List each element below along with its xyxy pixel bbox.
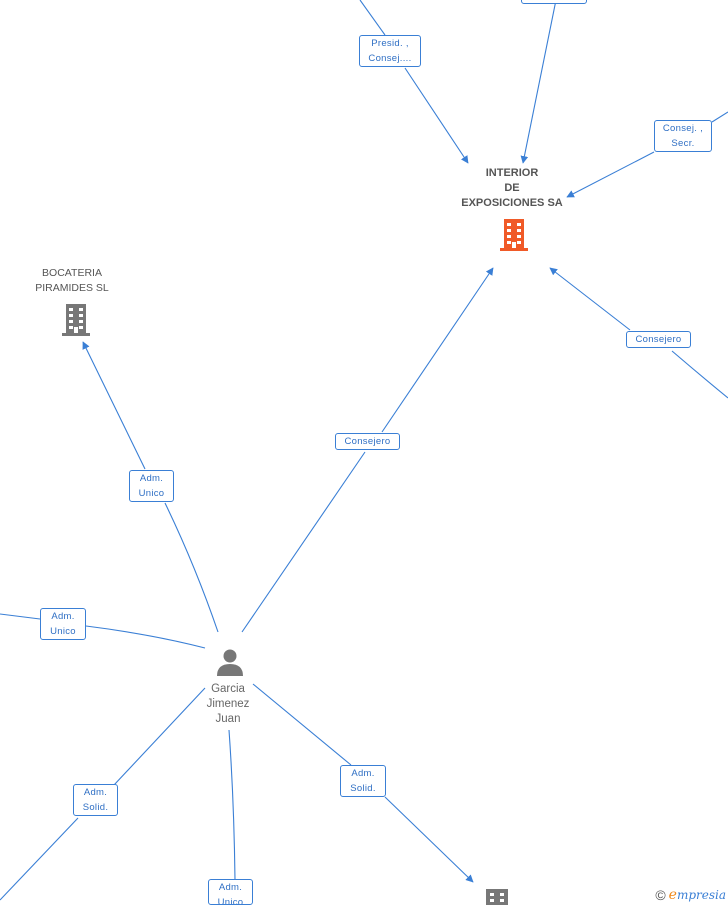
person-name[interactable]: Garcia Jimenez Juan xyxy=(188,682,268,727)
logo-rest: mpresia xyxy=(676,888,726,902)
edge-label-adm-unico-left[interactable]: Adm. Unico xyxy=(40,608,86,640)
edge-top-center xyxy=(520,0,557,164)
copyright-symbol: © xyxy=(655,887,666,903)
edge-label-line: Solid. xyxy=(82,802,109,813)
empresia-watermark: © empresia xyxy=(655,887,726,903)
edge-adm-unico-bocateria xyxy=(83,342,219,633)
edge-label-presid[interactable]: Presid. , Consej.... xyxy=(359,35,421,67)
edge-label-top-center[interactable] xyxy=(521,0,587,4)
edge-label-line: Adm. xyxy=(351,768,375,779)
main-company-name[interactable]: INTERIOR DE EXPOSICIONES SA xyxy=(452,166,572,211)
edge-label-line: Consej.... xyxy=(368,53,412,64)
main-company-name-line-1: INTERIOR xyxy=(485,167,539,179)
edge-label-line: Solid. xyxy=(350,783,376,794)
person-name-line-1: Garcia xyxy=(211,683,245,695)
edge-label-line: Secr. xyxy=(671,138,695,149)
edge-label-line: Consej. , xyxy=(662,123,704,134)
edge-consej-secr xyxy=(567,111,728,197)
edge-label-line: Unico xyxy=(50,626,76,637)
edge-adm-unico-bottom xyxy=(228,729,236,881)
edge-label-line: Adm. xyxy=(51,611,75,622)
logo-initial: e xyxy=(668,887,677,903)
bocateria-name-line-1: BOCATERIA xyxy=(42,267,102,279)
edge-label-line: Adm. xyxy=(83,787,108,798)
edge-adm-unico-left xyxy=(0,613,206,649)
edge-label-consejero-right[interactable]: Consejero xyxy=(626,331,691,348)
edge-consejero-center xyxy=(241,268,493,633)
edge-label-line: Adm. xyxy=(218,882,243,893)
edge-adm-solid-left xyxy=(0,687,206,901)
person-name-line-2: Jimenez xyxy=(206,698,250,710)
person-icon[interactable] xyxy=(215,647,245,682)
building-icon[interactable] xyxy=(482,887,512,910)
main-company-name-line-3: EXPOSICIONES SA xyxy=(461,197,563,209)
edge-label-line: Unico xyxy=(217,897,244,905)
edge-label-adm-solid-left[interactable]: Adm. Solid. xyxy=(73,784,118,816)
bocateria-name[interactable]: BOCATERIA PIRAMIDES SL xyxy=(22,266,122,296)
edge-presid xyxy=(359,0,468,163)
edge-label-consej-secr[interactable]: Consej. , Secr. xyxy=(654,120,712,152)
edge-label-line: Consejero xyxy=(635,334,682,345)
main-company-name-line-2: DE xyxy=(504,182,520,194)
edge-consejero-right xyxy=(550,268,728,399)
edge-label-line: Adm. xyxy=(139,473,164,484)
edge-label-line: Presid. , xyxy=(371,38,409,49)
edge-label-consejero-center[interactable]: Consejero xyxy=(335,433,400,450)
edge-adm-solid-right xyxy=(252,683,473,882)
empresia-logo: empresia xyxy=(669,887,726,903)
edge-label-adm-unico-bottom[interactable]: Adm. Unico xyxy=(208,879,253,905)
edge-label-line: Unico xyxy=(138,488,165,499)
building-icon[interactable] xyxy=(498,218,530,257)
bocateria-name-line-2: PIRAMIDES SL xyxy=(35,282,109,294)
person-name-line-3: Juan xyxy=(215,713,241,725)
edge-label-adm-solid-right[interactable]: Adm. Solid. xyxy=(340,765,386,797)
edge-label-adm-unico-bocateria[interactable]: Adm. Unico xyxy=(129,470,174,502)
edge-label-line: Consejero xyxy=(344,436,391,447)
building-icon[interactable] xyxy=(60,303,92,342)
